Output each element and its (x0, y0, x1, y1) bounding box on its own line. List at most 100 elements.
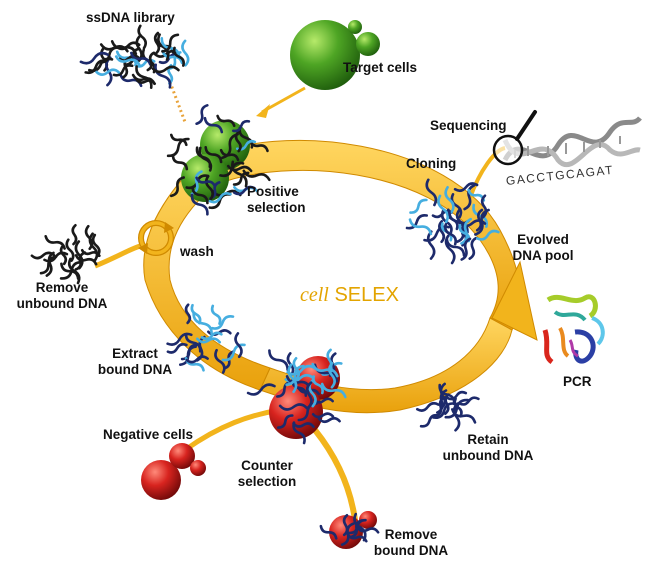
dna-strand-evolved-pool (474, 208, 490, 236)
dna-strand-counter (277, 414, 294, 429)
label-positive-selection: Positive selection (247, 184, 306, 216)
dna-strand-unbound-removed (71, 224, 78, 246)
dna-strand-unbound-removed (39, 255, 58, 275)
dna-strand-counter (292, 421, 306, 445)
dna-strand-removed-bound (353, 512, 367, 542)
dna-strand-retained (416, 401, 440, 412)
dna-strand-retained (452, 402, 461, 432)
dna-helix-icon (502, 116, 642, 168)
dna-strand-library (153, 31, 161, 55)
dna-strand-counter (320, 382, 347, 399)
dna-strand-evolved-pool (448, 209, 469, 234)
dna-strand-bound (195, 146, 212, 168)
dna-strand-library (112, 64, 134, 77)
dna-strand-evolved-pool (480, 194, 488, 219)
label-remove-bound-line1: Remove (384, 527, 438, 542)
dna-strand-unbound-removed (74, 240, 84, 270)
label-remove-unbound: Remove unbound DNA (12, 280, 112, 312)
dna-strand-counter (278, 403, 309, 411)
dna-strand-counter (292, 357, 301, 381)
dna-strand-evolved-pool (425, 178, 438, 207)
dna-strand-bound (190, 170, 203, 196)
dna-strand-bound (232, 119, 251, 133)
dna-strand-bound (171, 154, 189, 171)
dna-strand-library (79, 51, 109, 65)
dna-strand-unbound-removed (59, 244, 68, 266)
dna-strand-extracted (200, 331, 223, 341)
label-remove-bound-dna: Remove bound DNA (370, 527, 452, 559)
dna-strand-evolved-pool (438, 220, 446, 244)
label-remove-bound-line2: bound DNA (373, 543, 449, 558)
target-cells-icon (290, 20, 380, 90)
dna-strand-counter (317, 416, 341, 424)
dna-strand-extracted (185, 355, 209, 364)
dna-strand-library (137, 24, 147, 50)
dna-strand-evolved-pool (460, 217, 472, 245)
dna-strand-bound (232, 171, 250, 186)
dna-strand-counter (268, 349, 289, 371)
remove-bound-branch (312, 428, 358, 521)
label-counter-selection: Counter selection (232, 458, 302, 490)
remove-unbound-branch (94, 243, 141, 269)
dna-strand-removed-bound (350, 519, 363, 539)
dna-strand-library (114, 55, 141, 67)
dna-strand-bound (249, 139, 269, 153)
cycle-title: cell SELEX (300, 284, 399, 307)
dna-strand-unbound-removed (91, 233, 101, 258)
dna-strand-unbound-removed (67, 257, 81, 285)
dna-strand-extracted (179, 345, 197, 366)
dna-strand-bound (205, 175, 214, 201)
target-arrow (256, 86, 306, 118)
dna-strand-extracted (234, 332, 243, 359)
dna-strand-evolved-pool (444, 234, 456, 265)
dna-strand-evolved-pool (437, 194, 450, 224)
dna-strand-bound (170, 133, 188, 147)
label-wash: wash (180, 244, 214, 259)
dna-strand-bound (219, 148, 240, 162)
dna-strand-bound (216, 114, 236, 128)
dna-strand-counter (287, 363, 298, 394)
dna-strand-library (146, 51, 156, 72)
dna-strand-extracted (196, 337, 221, 344)
dna-strand-removed-bound (342, 514, 349, 537)
dna-strand-unbound-removed (45, 251, 55, 277)
dna-strand-removed-bound (319, 524, 338, 540)
dna-strand-retained (432, 402, 457, 419)
dna-strand-counter (313, 397, 334, 404)
label-extract-bound-dna: Extract bound DNA (96, 346, 174, 378)
label-evolved-line2: DNA pool (512, 248, 574, 263)
dna-strand-bound (190, 193, 209, 216)
dna-strand-counter (328, 352, 337, 377)
dna-strand-retained (443, 393, 450, 415)
dna-strand-unbound-removed (59, 261, 84, 280)
label-positive-selection-line1: Positive (247, 184, 299, 199)
dna-strand-removed-bound (355, 525, 380, 534)
dna-strand-library (95, 68, 121, 76)
label-extract-line1: Extract (112, 346, 158, 361)
label-counter-line1: Counter (241, 458, 293, 473)
dna-strand-counter (311, 362, 339, 378)
dna-strand-extracted (166, 332, 193, 346)
dna-strand-retained (444, 398, 470, 419)
dna-strand-bound (233, 185, 256, 196)
dna-strand-library (161, 33, 180, 53)
dna-strand-evolved-pool (408, 218, 433, 236)
dna-strand-counter (286, 364, 317, 376)
dna-strand-evolved-pool (460, 237, 472, 261)
dna-strand-bound (231, 160, 248, 188)
label-target-cells: Target cells (343, 60, 418, 75)
dna-strand-evolved-pool (468, 236, 478, 260)
dna-strand-extracted (192, 311, 213, 336)
dna-strand-library (154, 63, 172, 89)
dna-strand-library (151, 65, 180, 74)
cycle-arrowhead (491, 260, 538, 341)
label-positive-selection-line2: selection (247, 200, 306, 215)
dna-strand-extracted (210, 304, 222, 325)
dna-strand-bound (204, 146, 223, 164)
dna-strand-counter (312, 375, 324, 395)
dna-strand-evolved-pool (426, 230, 436, 260)
dna-strand-bound (227, 164, 253, 173)
dna-strand-extracted (166, 342, 188, 354)
protein-structure-icon (542, 294, 605, 365)
